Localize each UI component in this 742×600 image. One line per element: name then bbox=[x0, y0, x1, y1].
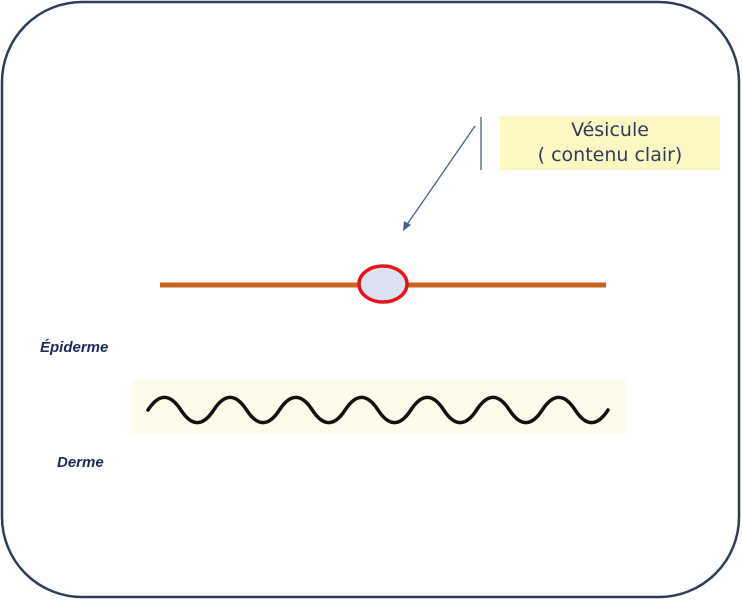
callout-title: Vésicule bbox=[571, 119, 649, 141]
callout-subtitle: ( contenu clair) bbox=[537, 144, 683, 166]
pointer-arrow-line bbox=[405, 125, 476, 227]
pointer-arrow-head bbox=[403, 221, 411, 231]
vesicle-callout: Vésicule ( contenu clair) bbox=[500, 116, 720, 170]
vesicle-ellipse bbox=[357, 264, 409, 304]
dermis-label: Derme bbox=[57, 454, 104, 471]
epidermis-label: Épiderme bbox=[40, 339, 109, 356]
dermis-wave bbox=[146, 395, 610, 425]
